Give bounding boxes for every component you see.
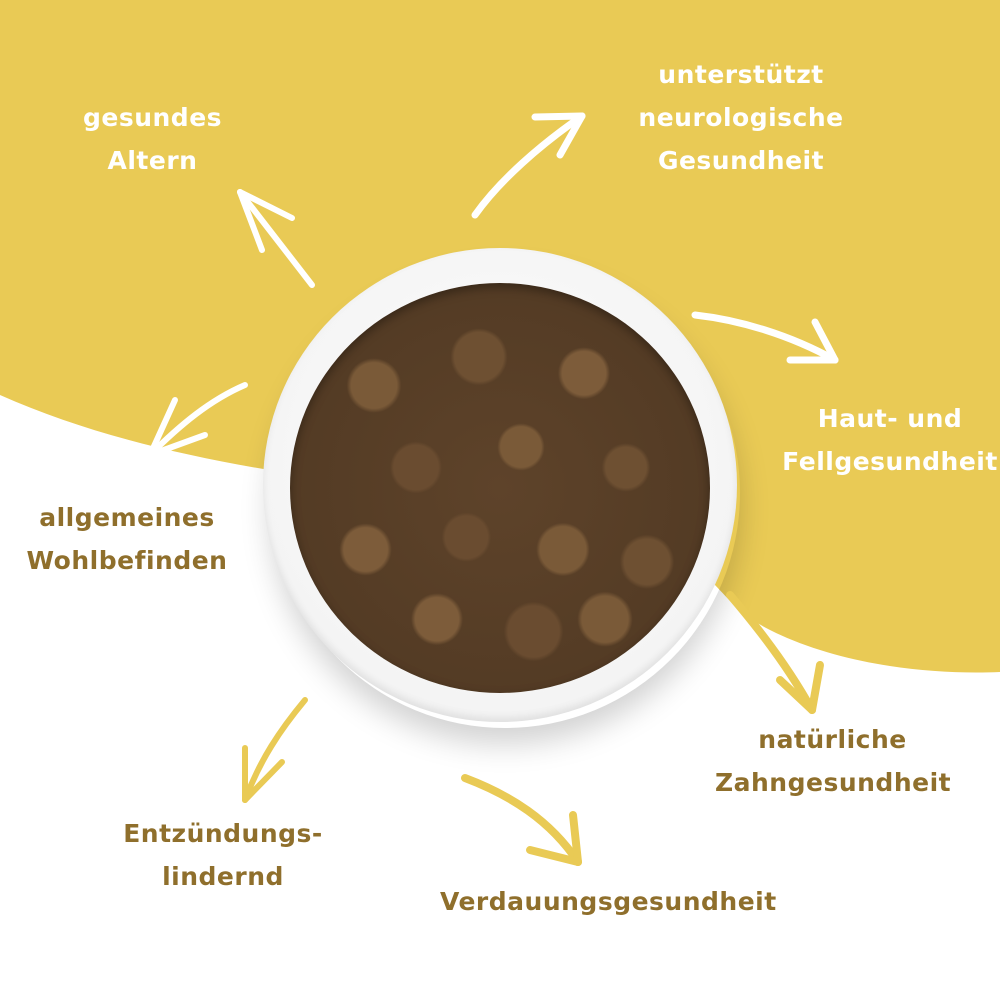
- benefit-anti-inflammatory: Entzündungs- lindernd: [118, 812, 328, 898]
- benefit-line: Gesundheit: [657, 146, 825, 175]
- kibble-image: [290, 283, 710, 693]
- benefit-line: allgemeines: [39, 503, 215, 532]
- benefit-line: Fellgesundheit: [782, 447, 998, 476]
- benefit-line: gesundes: [82, 103, 223, 132]
- benefit-line: Haut- und: [817, 404, 963, 433]
- benefit-line: neurologische: [638, 103, 844, 132]
- benefit-line: lindernd: [162, 862, 284, 891]
- benefit-line: Zahngesundheit: [715, 768, 952, 797]
- benefit-neurological-health: unterstützt neurologische Gesundheit: [636, 53, 846, 182]
- benefit-dental-health: natürliche Zahngesundheit: [715, 718, 952, 804]
- benefit-line: Verdauungsgesundheit: [440, 887, 777, 916]
- benefit-digestive-health: Verdauungsgesundheit: [440, 880, 777, 923]
- benefit-healthy-aging: gesundes Altern: [80, 96, 225, 182]
- benefit-line: Altern: [107, 146, 198, 175]
- benefit-line: unterstützt: [658, 60, 824, 89]
- benefit-line: Entzündungs-: [123, 819, 323, 848]
- benefit-skin-coat-health: Haut- und Fellgesundheit: [780, 397, 1000, 483]
- benefit-general-wellbeing: allgemeines Wohlbefinden: [22, 496, 232, 582]
- benefit-line: natürliche: [758, 725, 907, 754]
- benefit-line: Wohlbefinden: [26, 546, 228, 575]
